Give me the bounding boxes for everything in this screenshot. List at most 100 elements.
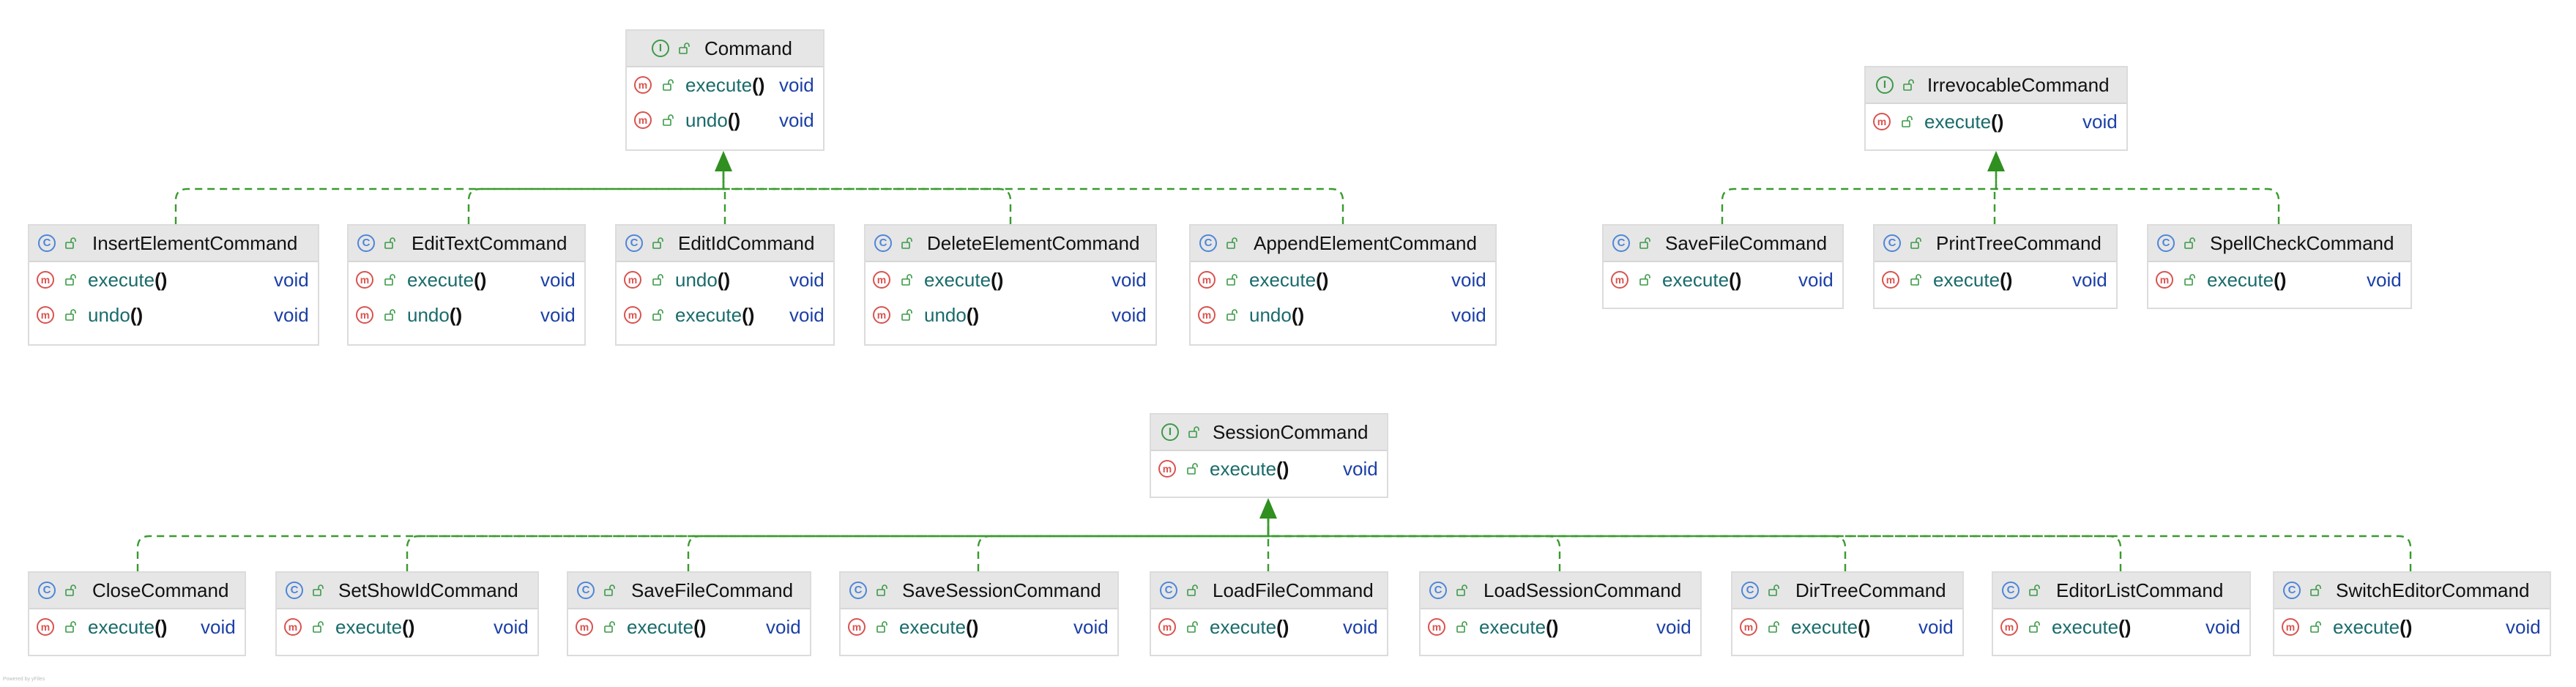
method-row[interactable]: m execute() void (1732, 609, 1962, 645)
interface-icon: I (1161, 423, 1179, 441)
class-name: DeleteElementCommand (927, 232, 1140, 254)
class-close-command[interactable]: C CloseCommand m execute() void (28, 571, 246, 656)
interface-session-command[interactable]: I SessionCommand m execute() void (1150, 413, 1388, 498)
method-name: execute() (1249, 269, 1329, 291)
method-row[interactable]: m execute() void (1151, 609, 1387, 645)
method-icon: m (37, 618, 54, 636)
class-spell-check-command[interactable]: C SpellCheckCommand m execute() void (2147, 224, 2412, 309)
class-insert-element-command[interactable]: C InsertElementCommand m execute() void … (28, 224, 319, 346)
class-save-session-command[interactable]: C SaveSessionCommand m execute() void (839, 571, 1119, 656)
method-row[interactable]: m undo() void (627, 103, 823, 138)
class-header[interactable]: C EditTextCommand (349, 226, 584, 262)
method-row[interactable]: m execute() void (866, 262, 1155, 297)
class-header[interactable]: C CloseCommand (29, 573, 245, 609)
class-switch-editor-command[interactable]: C SwitchEditorCommand m execute() void (2273, 571, 2551, 656)
class-icon: C (2157, 234, 2175, 252)
class-edit-id-command[interactable]: C EditIdCommand m undo() void m execute(… (615, 224, 835, 346)
method-row[interactable]: m undo() void (617, 262, 833, 297)
class-append-element-command[interactable]: C AppendElementCommand m execute() void … (1189, 224, 1497, 346)
class-header[interactable]: C InsertElementCommand (29, 226, 318, 262)
method-row[interactable]: m execute() void (841, 609, 1117, 645)
class-save-file-command[interactable]: C SaveFileCommand m execute() void (1602, 224, 1844, 309)
realization-edge (1267, 517, 2412, 571)
method-row[interactable]: m execute() void (29, 262, 318, 297)
public-lock-icon (901, 309, 912, 321)
class-header[interactable]: I Command (627, 31, 823, 67)
class-load-session-command[interactable]: C LoadSessionCommand m execute() void (1419, 571, 1702, 656)
class-header[interactable]: C SetShowIdCommand (277, 573, 537, 609)
class-header[interactable]: C AppendElementCommand (1191, 226, 1495, 262)
method-row[interactable]: m execute() void (617, 297, 833, 333)
public-lock-icon (2310, 621, 2321, 633)
method-icon: m (624, 271, 641, 289)
class-header[interactable]: C LoadSessionCommand (1421, 573, 1700, 609)
return-type: void (1073, 616, 1109, 638)
class-save-file-command-session[interactable]: C SaveFileCommand m execute() void (567, 571, 811, 656)
return-type: void (494, 616, 529, 638)
class-delete-element-command[interactable]: C DeleteElementCommand m execute() void … (864, 224, 1157, 346)
class-header[interactable]: C SaveFileCommand (1604, 226, 1842, 262)
method-row[interactable]: m execute() void (1866, 104, 2126, 139)
public-lock-icon (901, 274, 912, 286)
class-edit-text-command[interactable]: C EditTextCommand m execute() void m und… (347, 224, 586, 346)
public-lock-icon (604, 584, 615, 596)
method-row[interactable]: m execute() void (1875, 262, 2116, 297)
class-header[interactable]: I IrrevocableCommand (1866, 67, 2126, 104)
class-name: EditIdCommand (678, 232, 815, 254)
class-header[interactable]: C EditorListCommand (1993, 573, 2249, 609)
method-name: execute() (685, 74, 765, 96)
realization-edge (1721, 170, 1998, 224)
class-name: DirTreeCommand (1795, 579, 1946, 601)
method-row[interactable]: m execute() void (29, 609, 245, 645)
method-row[interactable]: m execute() void (277, 609, 537, 645)
method-row[interactable]: m undo() void (29, 297, 318, 333)
method-row[interactable]: m execute() void (568, 609, 810, 645)
return-type: void (1112, 269, 1147, 291)
method-row[interactable]: m undo() void (1191, 297, 1495, 333)
interface-command[interactable]: I Command m execute() void m undo() void (625, 29, 824, 151)
command-realizations (174, 151, 1344, 224)
class-header[interactable]: C SaveSessionCommand (841, 573, 1117, 609)
method-icon: m (1882, 271, 1899, 289)
class-name: SessionCommand (1213, 421, 1369, 443)
method-icon: m (1158, 618, 1176, 636)
class-header[interactable]: C SaveFileCommand (568, 573, 810, 609)
method-name: undo() (88, 304, 144, 326)
method-row[interactable]: m execute() void (1191, 262, 1495, 297)
public-lock-icon (65, 584, 76, 596)
method-row[interactable]: m execute() void (1421, 609, 1700, 645)
public-lock-icon (663, 79, 674, 91)
class-header[interactable]: C EditIdCommand (617, 226, 833, 262)
realization-edge (722, 170, 726, 224)
class-editor-list-command[interactable]: C EditorListCommand m execute() void (1992, 571, 2251, 656)
class-load-file-command[interactable]: C LoadFileCommand m execute() void (1150, 571, 1388, 656)
method-row[interactable]: m undo() void (866, 297, 1155, 333)
class-header[interactable]: C DirTreeCommand (1732, 573, 1962, 609)
method-icon: m (1611, 271, 1628, 289)
public-lock-icon (1456, 584, 1467, 596)
class-print-tree-command[interactable]: C PrintTreeCommand m execute() void (1873, 224, 2118, 309)
class-header[interactable]: C SwitchEditorCommand (2274, 573, 2550, 609)
public-lock-icon (384, 309, 395, 321)
method-icon: m (284, 618, 302, 636)
class-set-show-id-command[interactable]: C SetShowIdCommand m execute() void (275, 571, 539, 656)
method-row[interactable]: m execute() void (627, 67, 823, 103)
class-header[interactable]: C DeleteElementCommand (866, 226, 1155, 262)
class-header[interactable]: C LoadFileCommand (1151, 573, 1387, 609)
method-row[interactable]: m execute() void (1993, 609, 2249, 645)
class-header[interactable]: C SpellCheckCommand (2148, 226, 2411, 262)
class-header[interactable]: I SessionCommand (1151, 415, 1387, 451)
class-dir-tree-command[interactable]: C DirTreeCommand m execute() void (1731, 571, 1964, 656)
method-row[interactable]: m undo() void (349, 297, 584, 333)
interface-irrevocable-command[interactable]: I IrrevocableCommand m execute() void (1864, 66, 2128, 151)
public-lock-icon (1226, 309, 1237, 321)
method-row[interactable]: m execute() void (2274, 609, 2550, 645)
class-name: SpellCheckCommand (2210, 232, 2394, 254)
method-row[interactable]: m execute() void (349, 262, 584, 297)
method-icon: m (356, 306, 373, 324)
method-row[interactable]: m execute() void (1151, 451, 1387, 486)
method-row[interactable]: m execute() void (1604, 262, 1842, 297)
class-header[interactable]: C PrintTreeCommand (1875, 226, 2116, 262)
method-row[interactable]: m execute() void (2148, 262, 2411, 297)
return-type: void (1343, 458, 1378, 480)
